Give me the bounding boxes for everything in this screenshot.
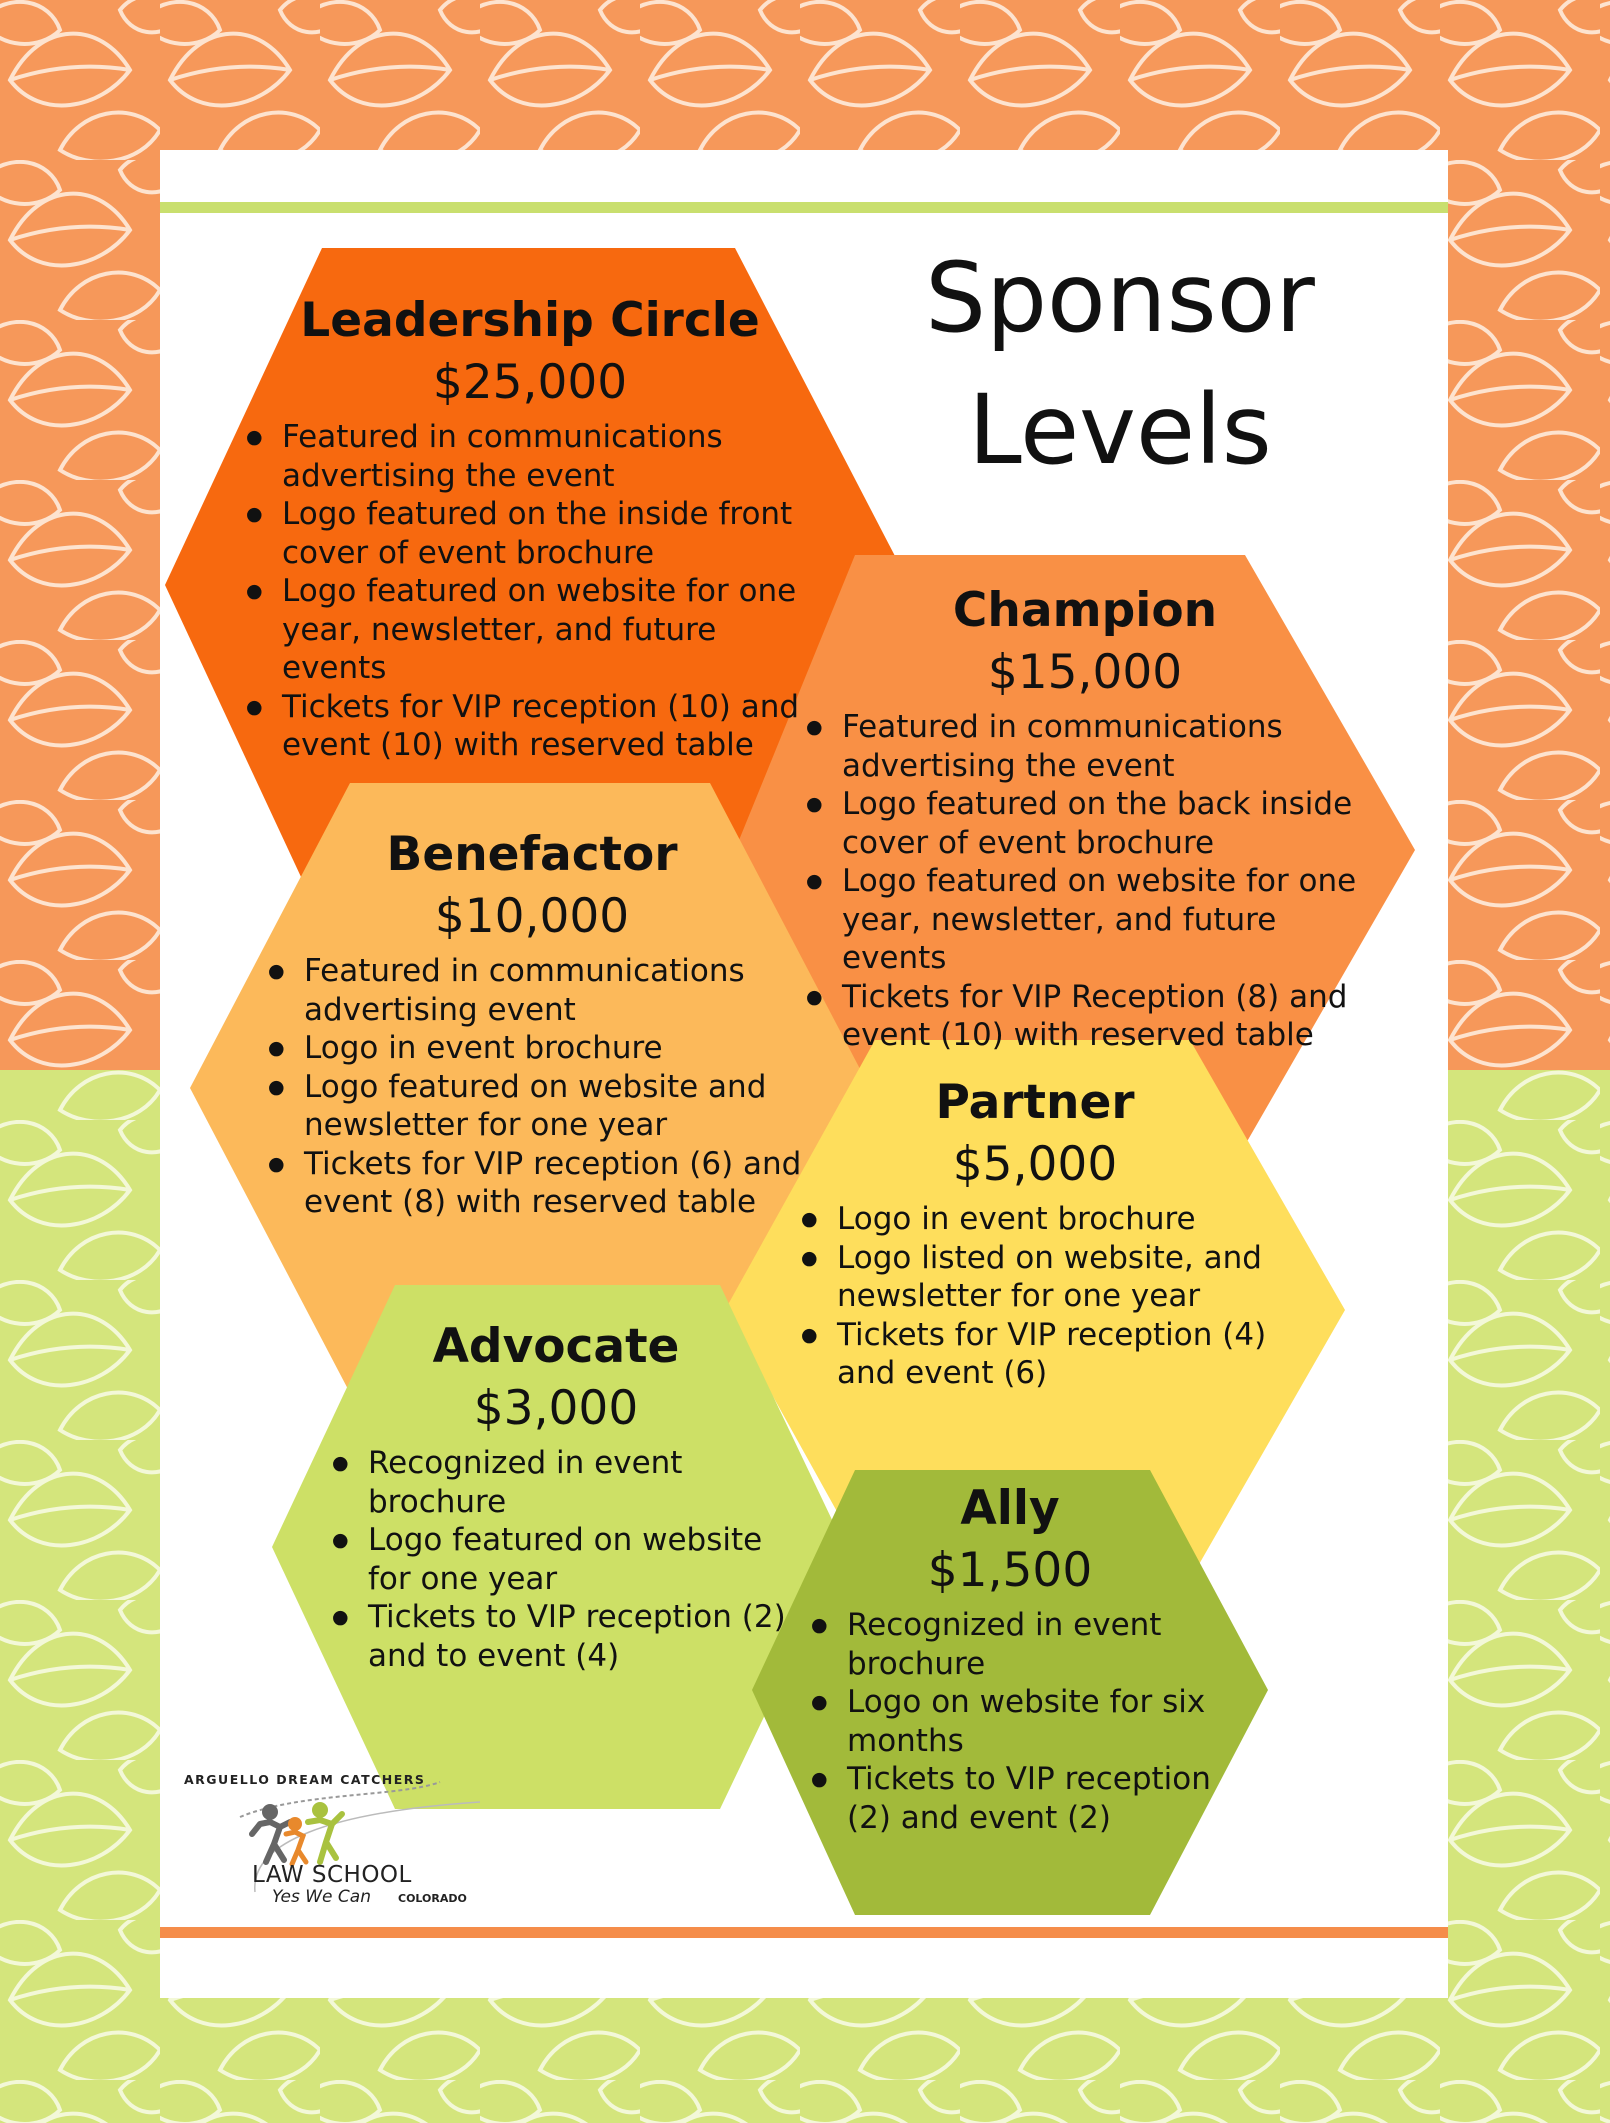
level-price: $25,000 [432,355,628,410]
benefit-item: Recognized in event brochure [332,1444,786,1521]
organization-logo: ARGUELLO DREAM CATCHERS LAW SCHOOL Yes W… [180,1772,500,1912]
benefit-item: Recognized in event brochure [811,1606,1215,1683]
benefit-item: Logo in event brochure [268,1029,802,1068]
benefit-item: Tickets for VIP Reception (8) and event … [806,978,1370,1055]
benefit-item: Logo featured on the inside front cover … [246,495,820,572]
benefit-item: Tickets to VIP reception (2) and event (… [811,1760,1215,1837]
level-price: $15,000 [987,645,1183,700]
benefit-item: Logo featured on the back inside cover o… [806,785,1370,862]
level-price: $3,000 [473,1381,639,1436]
benefit-list: Featured in communications advertising e… [262,952,802,1222]
top-divider [160,202,1448,213]
benefit-item: Tickets to VIP reception (2) and to even… [332,1598,786,1675]
logo-name: LAW SCHOOL [252,1862,412,1888]
benefit-item: Featured in communications advertising t… [806,708,1370,785]
level-price: $10,000 [434,889,630,944]
benefit-item: Featured in communications advertising e… [268,952,802,1029]
level-advocate: Advocate $3,000 Recognized in event broc… [326,1316,786,1675]
level-price: $5,000 [952,1137,1118,1192]
benefit-item: Logo featured on website and newsletter … [268,1068,802,1145]
benefit-list: Logo in event brochure Logo listed on we… [795,1200,1275,1393]
logo-slogan: Yes We Can [272,1887,371,1907]
level-name: Ally [960,1481,1060,1536]
level-name: Leadership Circle [300,293,760,348]
benefit-list: Featured in communications advertising t… [800,708,1370,1055]
benefit-list: Featured in communications advertising t… [240,418,820,765]
benefit-item: Featured in communications advertising t… [246,418,820,495]
level-partner: Partner $5,000 Logo in event brochure Lo… [795,1072,1275,1393]
level-ally: Ally $1,500 Recognized in event brochure… [805,1478,1215,1837]
benefit-item: Tickets for VIP reception (4) and event … [801,1316,1275,1393]
benefit-item: Logo on website for six months [811,1683,1215,1760]
level-price: $1,500 [927,1543,1093,1598]
level-name: Advocate [432,1319,680,1374]
logo-tagline: ARGUELLO DREAM CATCHERS [184,1772,426,1787]
benefit-item: Logo featured on website for one year, n… [246,572,820,688]
benefit-item: Logo in event brochure [801,1200,1275,1239]
level-benefactor: Benefactor $10,000 Featured in communica… [262,824,802,1222]
level-champion: Champion $15,000 Featured in communicati… [800,580,1370,1055]
level-name: Partner [935,1075,1135,1130]
benefit-list: Recognized in event brochure Logo on web… [805,1606,1215,1837]
title-line-1: Sponsor [925,242,1315,354]
benefit-item: Tickets for VIP reception (6) and event … [268,1145,802,1222]
logo-state: COLORADO [398,1892,467,1905]
level-name: Benefactor [386,827,678,882]
page-title: Sponsor Levels [905,232,1335,496]
bottom-divider [160,1927,1448,1938]
benefit-item: Logo featured on website for one year, n… [806,862,1370,978]
level-leadership-circle: Leadership Circle $25,000 Featured in co… [240,290,820,765]
level-name: Champion [952,583,1218,638]
dream-catchers-figures-icon [239,1781,481,1893]
benefit-item: Logo featured on website for one year [332,1521,786,1598]
benefit-list: Recognized in event brochure Logo featur… [326,1444,786,1675]
benefit-item: Tickets for VIP reception (10) and event… [246,688,820,765]
title-line-2: Levels [968,374,1272,486]
benefit-item: Logo listed on website, and newsletter f… [801,1239,1275,1316]
